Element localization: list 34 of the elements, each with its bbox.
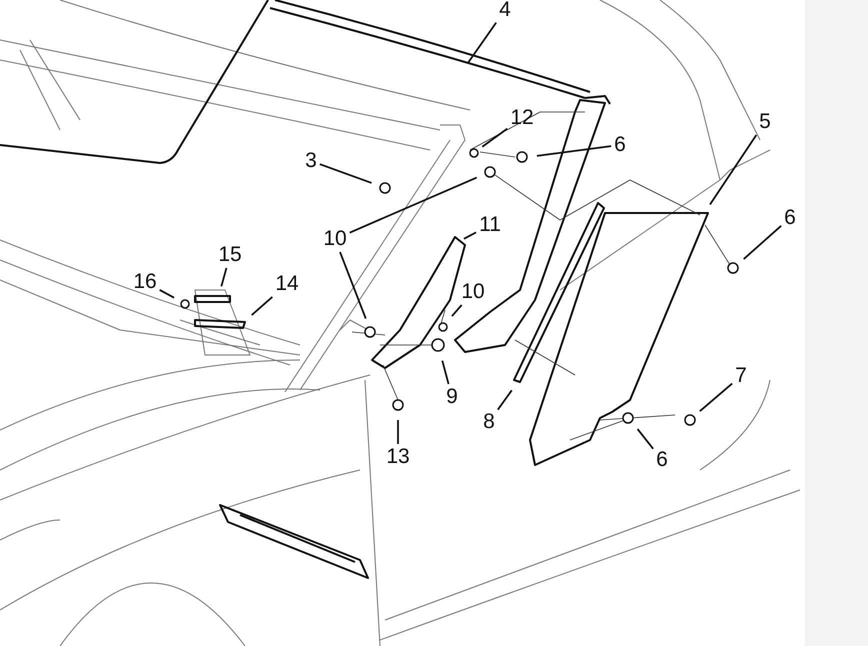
callout-number: 8 <box>483 411 495 433</box>
leader-line <box>482 128 508 148</box>
leader-line <box>636 428 654 450</box>
callout-number: 14 <box>275 273 299 295</box>
callout-number: 11 <box>479 214 501 236</box>
callout-number: 6 <box>784 207 796 229</box>
callout-number: 13 <box>386 446 410 468</box>
leader-line <box>339 252 367 319</box>
callout-number: 4 <box>499 0 511 21</box>
callout-number: 6 <box>656 449 668 471</box>
leader-line <box>320 163 372 184</box>
leader-line <box>699 382 733 412</box>
leader-line <box>349 176 478 234</box>
callout-number: 3 <box>305 150 317 172</box>
callout-number: 5 <box>759 111 771 133</box>
leader-line <box>536 145 612 157</box>
leader-line <box>159 289 175 299</box>
callout-number: 16 <box>133 271 157 293</box>
leader-line <box>441 360 450 384</box>
callout-number: 6 <box>614 134 626 156</box>
leader-line <box>251 296 273 316</box>
callout-number: 10 <box>461 281 485 303</box>
leader-line <box>220 268 228 287</box>
callout-number: 9 <box>446 386 458 408</box>
leader-line <box>709 134 758 206</box>
callout-number: 15 <box>218 244 242 266</box>
callout-number: 7 <box>735 365 747 387</box>
leader-line <box>743 225 782 260</box>
callout-number: 10 <box>323 228 347 250</box>
leader-line <box>397 420 399 444</box>
leader-line <box>497 390 512 410</box>
leader-line <box>451 304 462 317</box>
leader-line <box>467 22 497 64</box>
leader-line <box>464 232 477 240</box>
